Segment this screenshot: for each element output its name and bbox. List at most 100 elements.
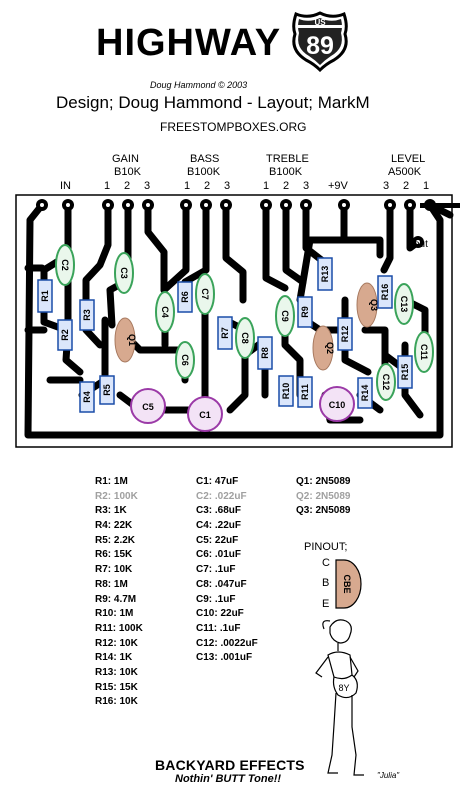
resistor-list-item: R13: 10K bbox=[95, 666, 138, 678]
resistor-r8 bbox=[257, 336, 273, 370]
design-line: Design; Doug Hammond - Layout; MarkM bbox=[56, 93, 370, 112]
level-pin-1: 1 bbox=[423, 180, 430, 192]
us-highway-shield-icon: US 89 bbox=[292, 11, 348, 72]
resistor-list-item: R6: 15K bbox=[95, 549, 133, 561]
svg-text:C9: C9 bbox=[280, 310, 290, 322]
resistors bbox=[37, 257, 413, 413]
cartoon-figure-illustration: 8Y bbox=[315, 619, 364, 776]
svg-text:R3: R3 bbox=[82, 309, 92, 321]
svg-text:C2: C2 bbox=[60, 259, 70, 271]
svg-text:R4: R4 bbox=[82, 391, 92, 403]
resistor-r2 bbox=[57, 319, 73, 351]
svg-text:R2: R2 bbox=[60, 329, 70, 341]
svg-text:C11: C11 bbox=[419, 344, 429, 360]
level-pot-name: LEVEL bbox=[391, 153, 426, 165]
website-url: FREESTOMPBOXES.ORG bbox=[160, 120, 307, 134]
bass-pin-1: 1 bbox=[184, 180, 191, 192]
resistor-list-item: R16: 10K bbox=[95, 696, 138, 708]
svg-text:C8: C8 bbox=[240, 332, 250, 344]
capacitor-c13 bbox=[394, 283, 414, 325]
shield-top-text: US bbox=[314, 18, 326, 27]
electrolytic-capacitors: C5 C1 C10 bbox=[130, 386, 355, 432]
capacitor-list-item: C12: .0022uF bbox=[196, 637, 258, 649]
svg-text:Q2: Q2 bbox=[325, 342, 335, 354]
pinout-pin-c: C bbox=[322, 557, 330, 569]
credit-line: Doug Hammond © 2003 bbox=[150, 80, 248, 90]
capacitor-list-item: C3: .68uF bbox=[196, 505, 242, 517]
level-pin-3: 3 bbox=[383, 180, 390, 192]
resistor-r3 bbox=[79, 299, 95, 331]
resistor-list-item: R4: 22K bbox=[95, 520, 133, 532]
bass-pot-name: BASS bbox=[190, 153, 220, 165]
resistor-list-item: R1: 1M bbox=[95, 476, 128, 487]
resistor-list-item: R2: 100K bbox=[95, 490, 138, 502]
resistor-list-item: R10: 1M bbox=[95, 608, 134, 620]
resistor-list-item: R9: 4.7M bbox=[95, 593, 137, 605]
capacitor-list-item: C6: .01uF bbox=[196, 549, 242, 561]
svg-text:C3: C3 bbox=[119, 267, 129, 279]
svg-text:R13: R13 bbox=[320, 266, 330, 283]
svg-text:CBE: CBE bbox=[342, 574, 352, 593]
pinout-pin-b: B bbox=[322, 577, 330, 589]
output-label: out bbox=[414, 239, 428, 250]
resistor-r7 bbox=[217, 316, 233, 350]
project-title: HIGHWAY bbox=[96, 22, 282, 64]
svg-text:Q3: Q3 bbox=[369, 299, 379, 311]
resistor-list-item: R12: 10K bbox=[95, 637, 138, 649]
gain-pot-name: GAIN bbox=[112, 153, 139, 165]
svg-text:R9: R9 bbox=[300, 306, 310, 318]
capacitor-list-item: C2: .022uF bbox=[196, 490, 247, 502]
svg-text:C6: C6 bbox=[180, 354, 190, 366]
capacitor-labels: C2 C3 C4 C6 C7 C8 C9 C11 C12 C13 bbox=[60, 259, 429, 390]
treble-pin-3: 3 bbox=[303, 180, 310, 192]
capacitor-c7 bbox=[195, 273, 215, 315]
svg-text:C7: C7 bbox=[200, 288, 210, 300]
resistor-list-item: R5: 2.2K bbox=[95, 534, 136, 546]
capacitor-c2 bbox=[55, 244, 75, 286]
resistor-r13 bbox=[317, 257, 333, 291]
bass-pot-value: B100K bbox=[187, 166, 221, 178]
svg-text:C5: C5 bbox=[142, 402, 154, 412]
svg-text:C10: C10 bbox=[329, 400, 346, 410]
svg-text:R1: R1 bbox=[40, 290, 50, 302]
capacitor-c3 bbox=[114, 252, 134, 294]
resistor-r15 bbox=[397, 355, 413, 389]
capacitor-c10 bbox=[319, 386, 355, 422]
svg-text:R16: R16 bbox=[380, 284, 390, 301]
transistor-list-item: Q3: 2N5089 bbox=[296, 505, 351, 517]
resistor-r4 bbox=[79, 381, 95, 413]
svg-text:R15: R15 bbox=[400, 364, 410, 381]
svg-text:R12: R12 bbox=[340, 326, 350, 343]
resistor-list-item: R3: 1K bbox=[95, 505, 127, 517]
input-label: IN bbox=[60, 180, 71, 192]
treble-pin-2: 2 bbox=[283, 180, 290, 192]
pinout-title: PINOUT; bbox=[304, 541, 348, 553]
resistor-r9 bbox=[297, 296, 313, 328]
transistor-list: Q1: 2N5089 Q2: 2N5089 Q3: 2N5089 bbox=[296, 475, 350, 519]
treble-pin-1: 1 bbox=[263, 180, 270, 192]
shield-number: 89 bbox=[306, 32, 334, 60]
q1-transistor: Q1 bbox=[114, 317, 137, 363]
resistor-r10 bbox=[278, 375, 294, 407]
level-pin-2: 2 bbox=[403, 180, 410, 192]
svg-text:Q1: Q1 bbox=[127, 334, 137, 346]
svg-text:C4: C4 bbox=[160, 306, 170, 318]
resistor-list: R1: 1M R2: 100K R3: 1K R4: 22K R5: 2.2K … bbox=[95, 475, 143, 710]
capacitor-list-item: C7: .1uF bbox=[196, 564, 236, 576]
svg-text:C13: C13 bbox=[399, 296, 409, 313]
capacitor-c12 bbox=[376, 363, 396, 401]
bass-pin-3: 3 bbox=[224, 180, 231, 192]
resistor-r6 bbox=[177, 281, 193, 313]
capacitor-c11 bbox=[414, 331, 434, 373]
svg-text:R7: R7 bbox=[220, 327, 230, 339]
capacitor-c9 bbox=[275, 295, 295, 337]
transistor-list-item: Q2: 2N5089 bbox=[296, 490, 351, 502]
capacitor-list-item: C11: .1uF bbox=[196, 622, 241, 634]
svg-text:C1: C1 bbox=[199, 410, 211, 420]
capacitor-c5 bbox=[130, 388, 166, 424]
resistor-labels: R1 R2 R3 R4 R5 R6 R7 R8 R9 R10 R11 R12 R… bbox=[40, 266, 410, 403]
capacitor-list-item: C10: 22uF bbox=[196, 608, 244, 620]
resistor-r14 bbox=[357, 377, 373, 409]
svg-text:R5: R5 bbox=[102, 384, 112, 396]
